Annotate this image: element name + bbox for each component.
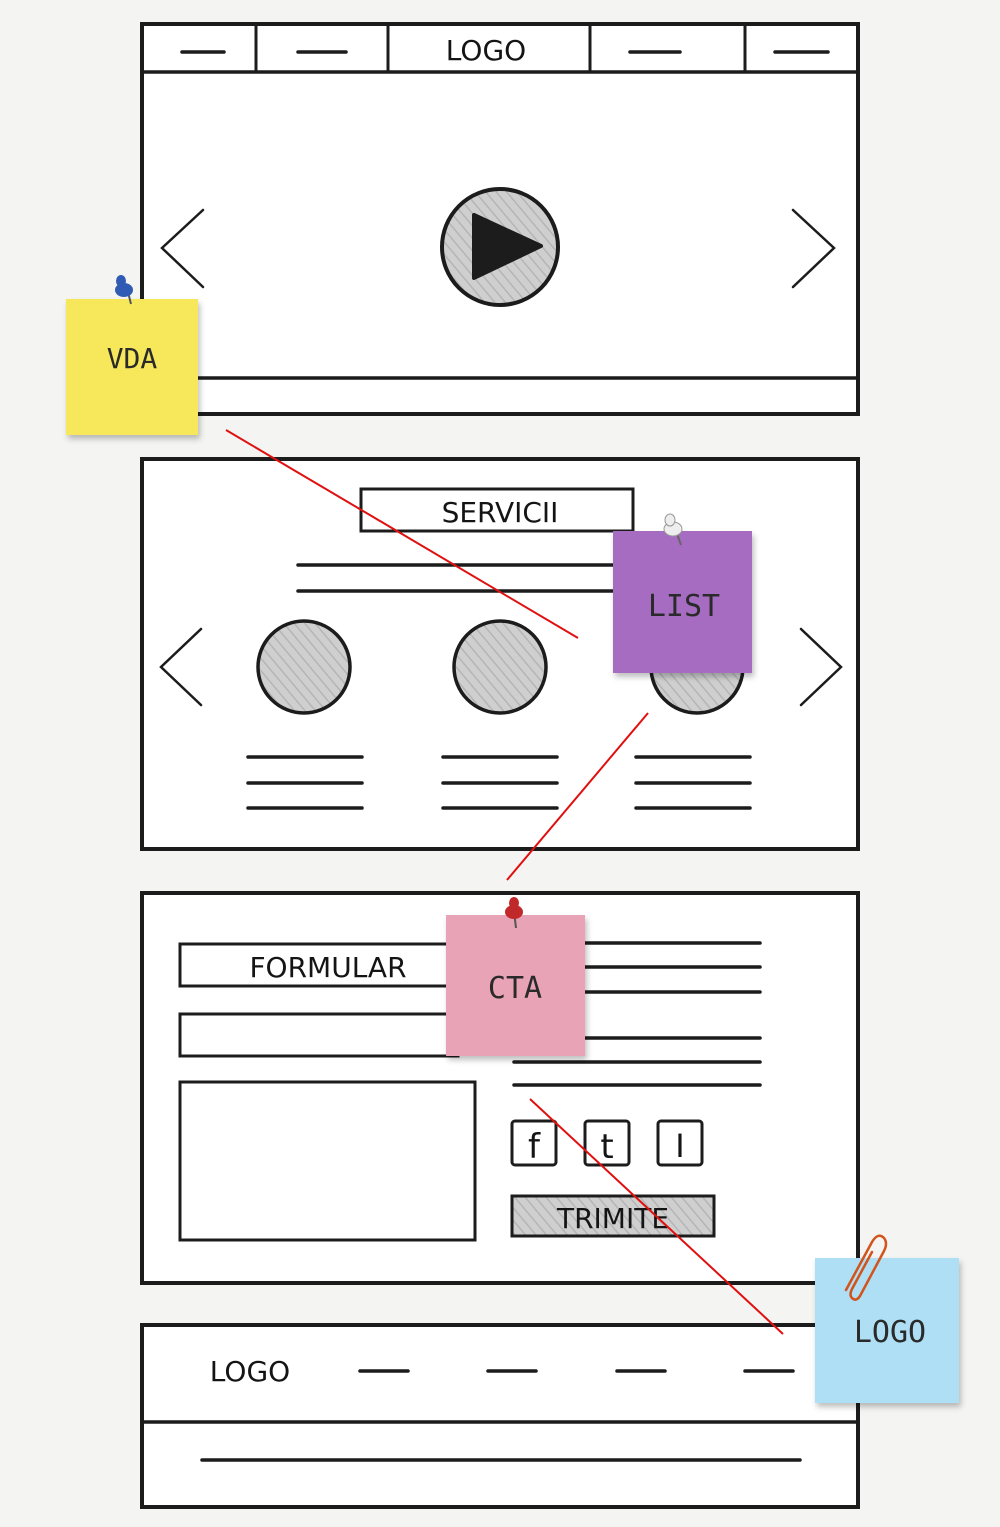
form-title: FORMULAR — [249, 951, 406, 984]
paperclip-icon — [844, 1234, 888, 1301]
footer-logo[interactable]: LOGO — [210, 1355, 290, 1388]
sticky-note-label: CTA — [488, 971, 542, 1006]
chevron-left-icon[interactable] — [160, 208, 205, 289]
service-image — [256, 619, 352, 715]
footer-section: LOGO — [140, 1323, 860, 1509]
service-image — [452, 619, 548, 715]
sticky-note-logo[interactable]: LOGO — [815, 1234, 959, 1403]
twitter-icon[interactable]: t — [583, 1119, 631, 1167]
services-title: SERVICII — [442, 496, 559, 529]
hero-section: LOGO — [140, 22, 860, 416]
pushpin-icon — [115, 275, 133, 305]
svg-text:t: t — [600, 1127, 613, 1167]
pushpin-icon — [505, 897, 523, 929]
instagram-icon[interactable]: I — [656, 1119, 704, 1167]
service-card[interactable] — [246, 619, 364, 810]
submit-button-label: TRIMITE — [556, 1202, 669, 1235]
connector-lines — [225, 429, 784, 1335]
service-card[interactable] — [441, 619, 559, 810]
play-icon — [472, 213, 543, 280]
top-nav: LOGO — [140, 24, 860, 74]
sticky-note-label: LOGO — [854, 1315, 926, 1350]
facebook-icon[interactable]: f — [510, 1119, 558, 1167]
svg-text:I: I — [675, 1127, 684, 1165]
nav-logo[interactable]: LOGO — [446, 34, 526, 67]
submit-button[interactable]: TRIMITE — [510, 1194, 716, 1238]
sticky-note-cta[interactable]: CTA — [446, 897, 585, 1056]
sticky-note-vda[interactable]: VDA — [66, 275, 198, 435]
sticky-note-list[interactable]: LIST — [613, 513, 752, 673]
chevron-left-icon[interactable] — [159, 627, 203, 707]
chevron-right-icon[interactable] — [799, 627, 843, 707]
contact-text-lines — [512, 941, 762, 1087]
sticky-note-label: VDA — [107, 342, 158, 375]
svg-text:f: f — [528, 1127, 541, 1167]
sticky-note-label: LIST — [648, 589, 720, 624]
pushpin-icon — [663, 513, 683, 546]
chevron-right-icon[interactable] — [791, 208, 836, 289]
play-button[interactable] — [440, 187, 560, 307]
video-slider — [160, 187, 836, 307]
form-textarea[interactable] — [178, 1080, 477, 1242]
